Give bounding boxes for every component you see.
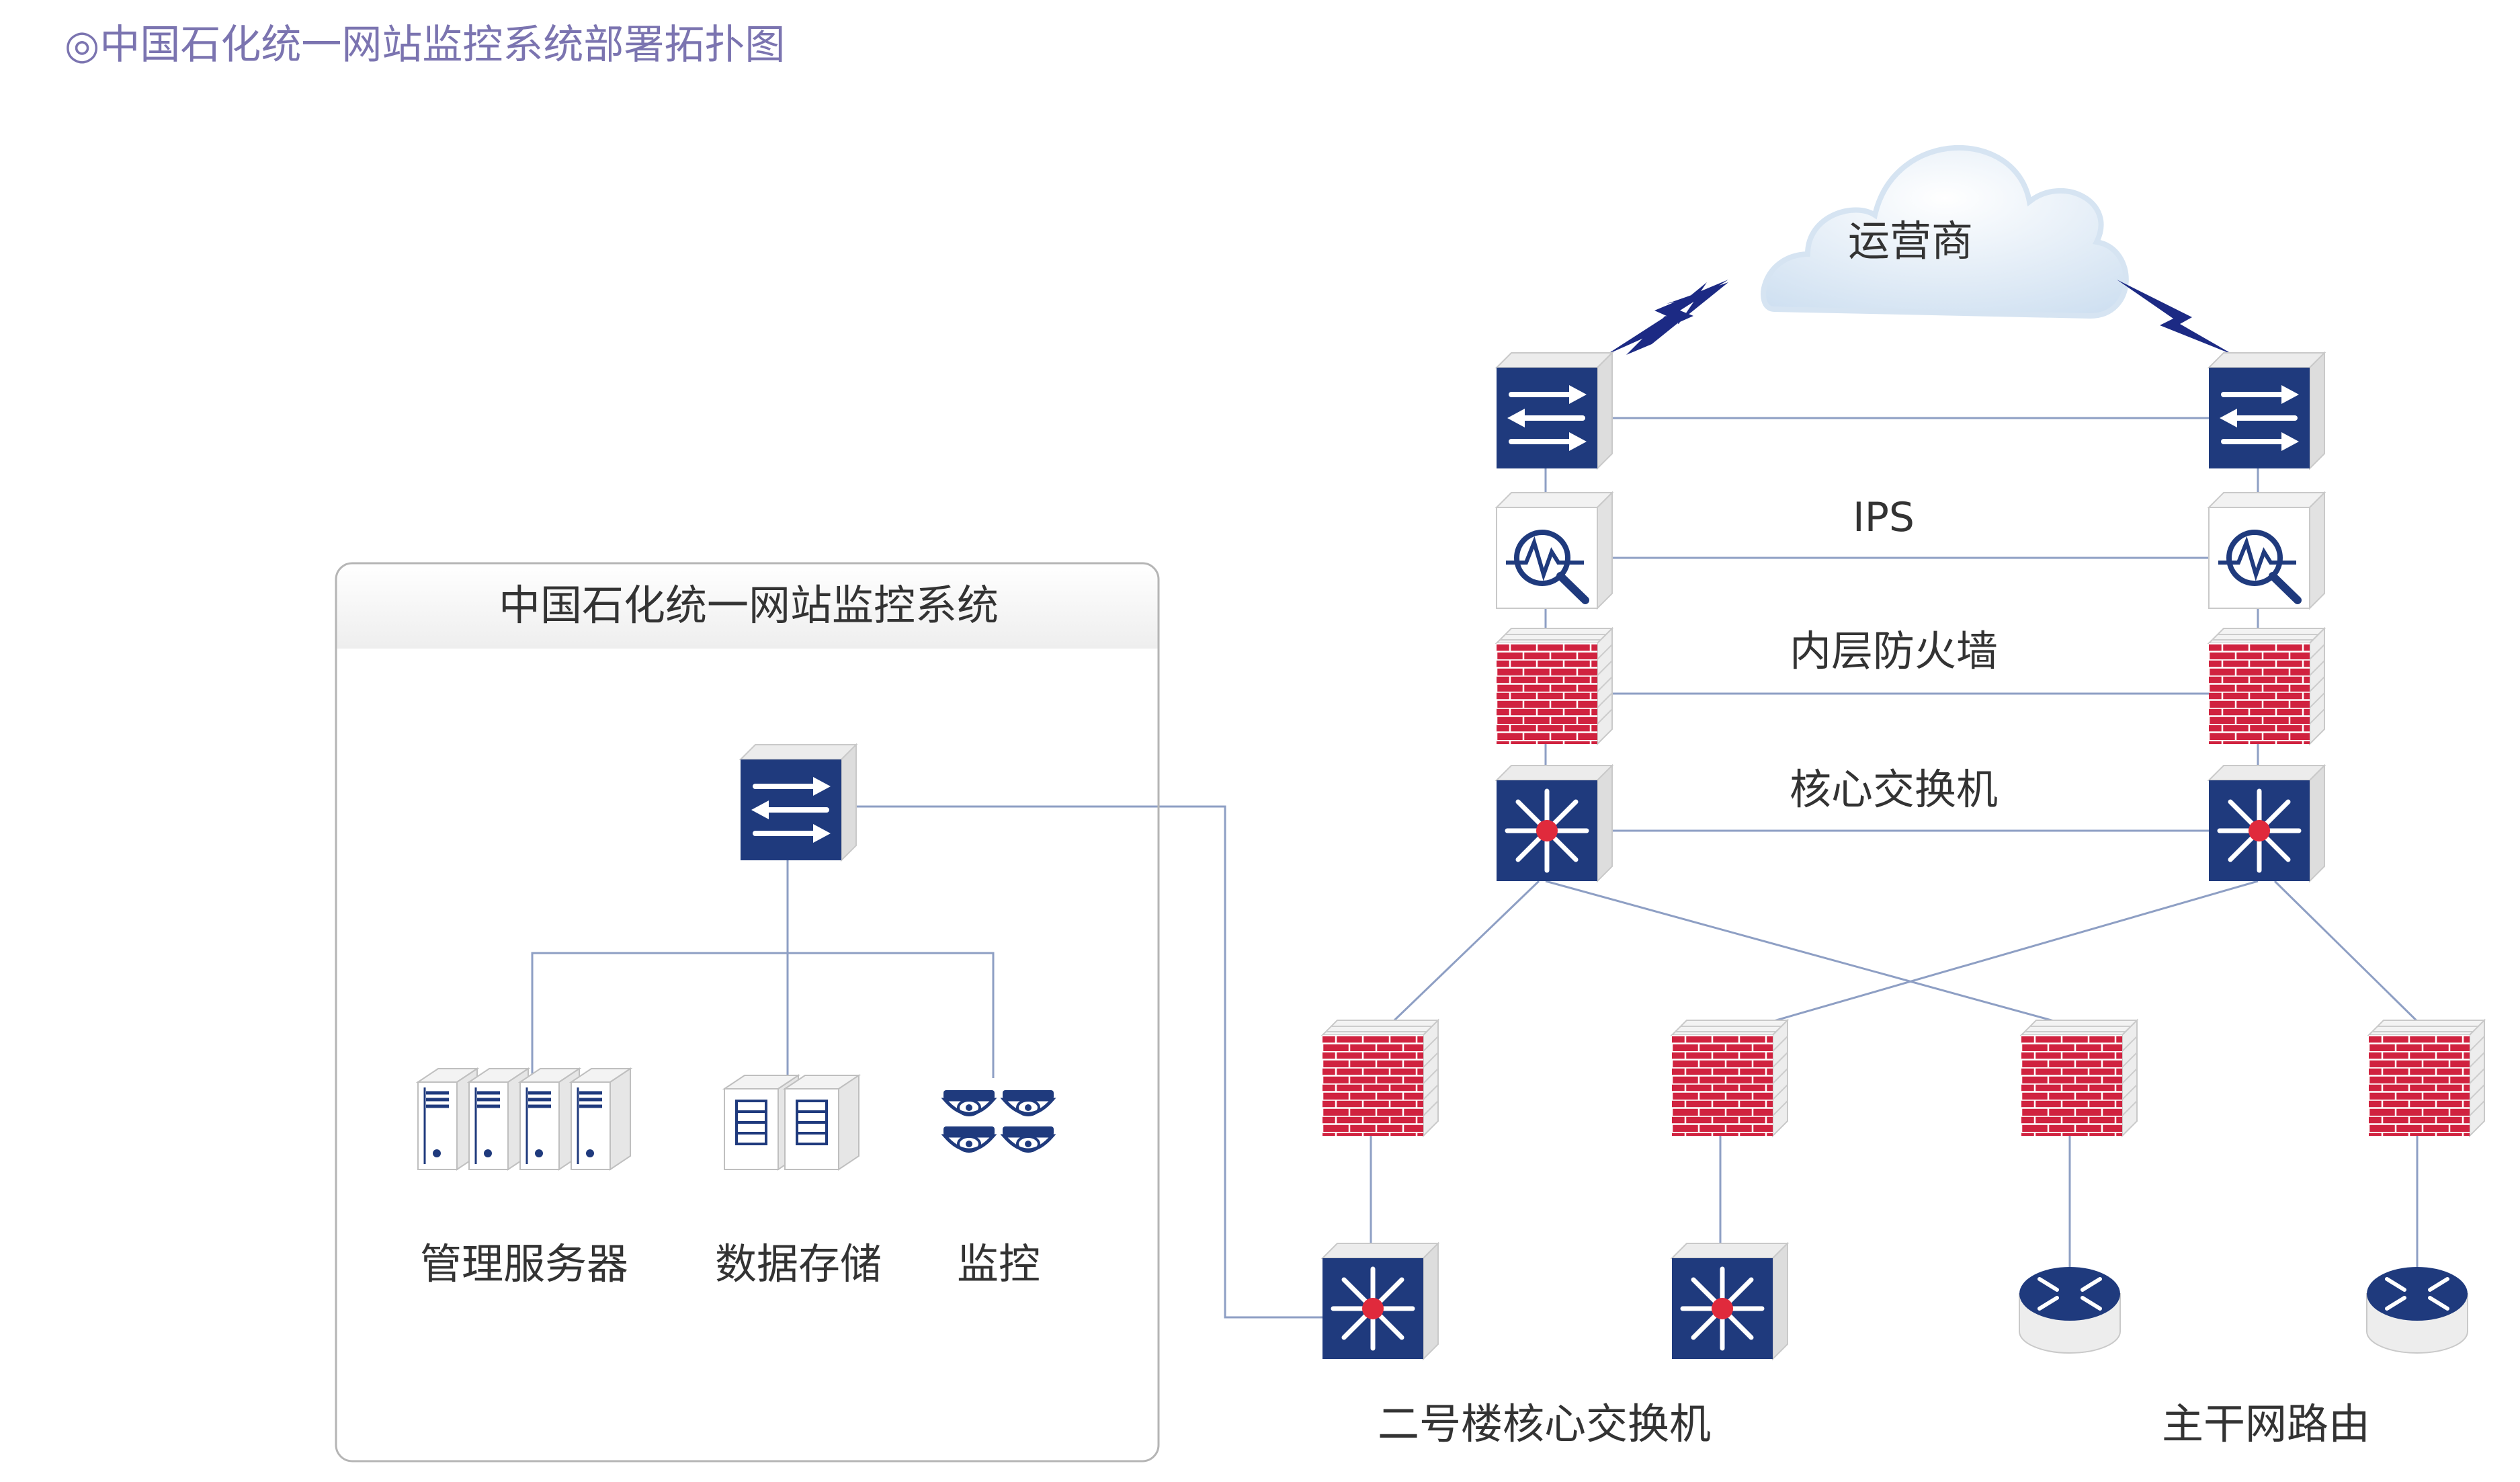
management-servers-icon: [418, 1069, 630, 1169]
page-title: ◎中国石化统一网站监控系统部署拓扑图: [65, 22, 786, 69]
ips-label: IPS: [1853, 494, 1915, 541]
left-inner-firewall-icon: [1496, 628, 1613, 745]
building2-core-switch-1-icon: [1322, 1243, 1438, 1359]
left-access-switch-icon: [1497, 353, 1612, 468]
monitoring-cameras-icon: [943, 1090, 1054, 1151]
connection-lines: [531, 417, 2434, 1319]
data-storage-icon: [723, 1074, 860, 1171]
group-label-servers: 管理服务器: [420, 1239, 628, 1288]
backbone-router-1-icon: [2019, 1267, 2120, 1353]
firewall-3-icon: [2021, 1020, 2138, 1137]
lightning-left-icon: [1626, 282, 1728, 355]
lightning-right-icon: [2117, 280, 2234, 355]
core-switch-label: 核心交换机: [1790, 765, 1998, 814]
group-label-storage: 数据存储: [715, 1239, 882, 1288]
inner-firewall-label: 内层防火墙: [1790, 626, 1998, 675]
lightning-left-icon: [1606, 280, 1728, 355]
backbone-router-label: 主干网路由: [2162, 1399, 2370, 1448]
building2-core-switch-2-icon: [1672, 1243, 1788, 1359]
building2-core-label: 二号楼核心交换机: [1378, 1399, 1711, 1448]
system-box-title: 中国石化统一网站监控系统: [499, 581, 999, 630]
firewall-2-icon: [1671, 1020, 1788, 1137]
firewall-4-icon: [2368, 1020, 2485, 1137]
left-core-switch-icon: [1497, 766, 1612, 881]
firewall-1-icon: [1322, 1020, 1439, 1137]
right-inner-firewall-icon: [2208, 628, 2325, 745]
group-label-monitoring: 监控: [957, 1239, 1040, 1288]
monitoring-system-box: [335, 562, 1160, 1463]
right-ips-icon: [2209, 493, 2324, 608]
system-switch-icon: [741, 745, 856, 860]
right-core-switch-icon: [2209, 766, 2324, 881]
cloud-label: 运营商: [1848, 216, 1973, 265]
right-access-switch-icon: [2209, 353, 2324, 468]
left-ips-icon: [1497, 493, 1612, 608]
carrier-cloud: [1761, 145, 2129, 319]
backbone-router-2-icon: [2367, 1267, 2468, 1353]
